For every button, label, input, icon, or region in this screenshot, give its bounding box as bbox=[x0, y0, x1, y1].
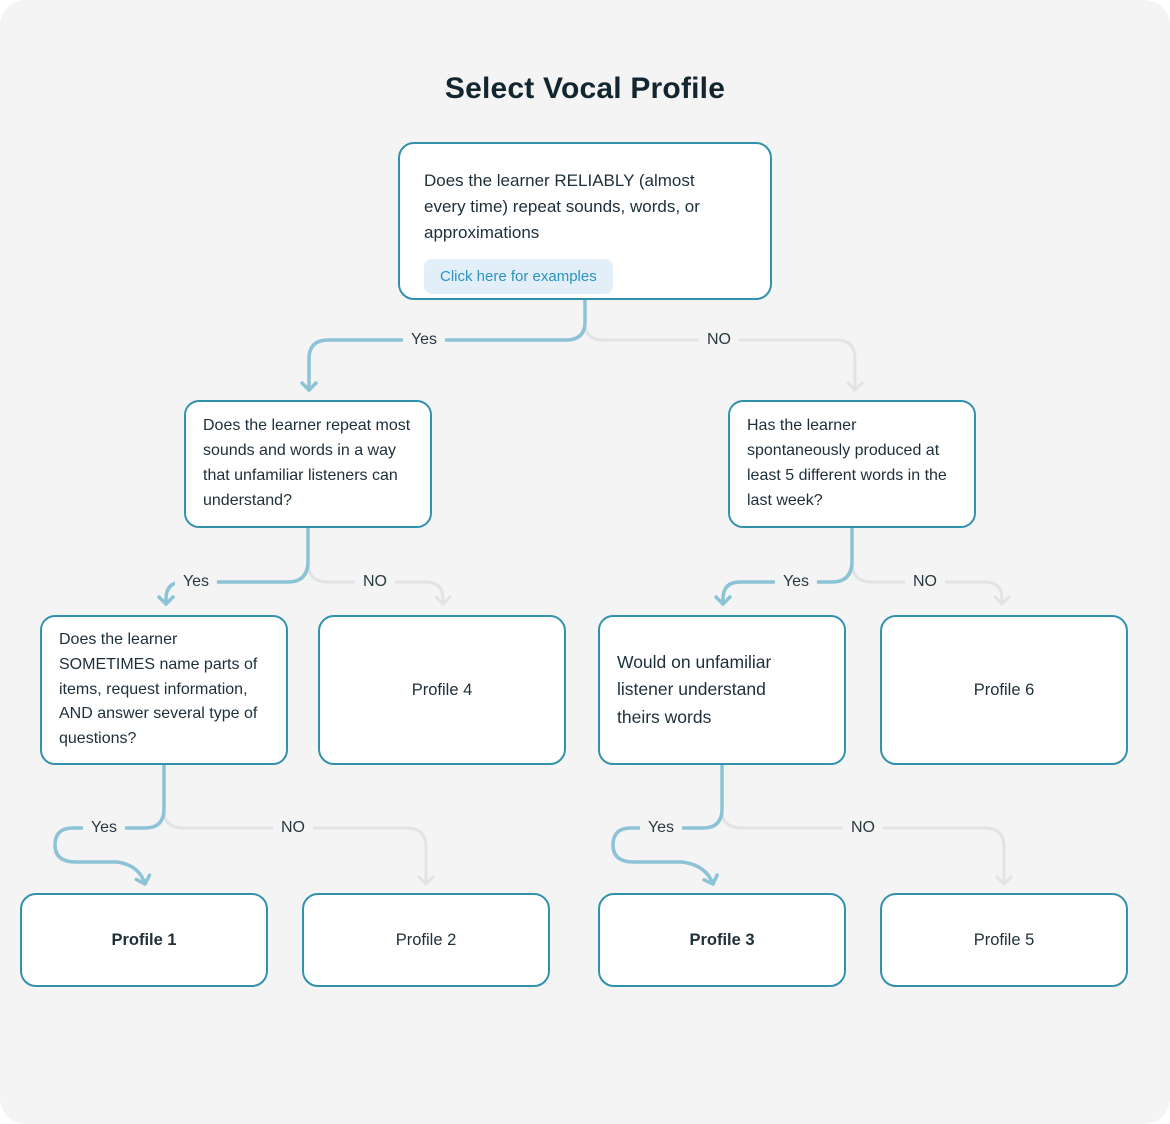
examples-button[interactable]: Click here for examples bbox=[424, 259, 613, 295]
edge-label-repeat-yes: Yes bbox=[174, 572, 218, 592]
node-profile-1[interactable]: Profile 1 bbox=[20, 893, 268, 987]
node-question-repeat-clearly: Does the learner repeat most sounds and … bbox=[184, 400, 432, 528]
profile-label: Profile 2 bbox=[395, 930, 457, 949]
edge-label-spontaneous-no: NO bbox=[905, 572, 945, 592]
edge-label-root-yes: Yes bbox=[402, 330, 446, 350]
node-root-question: Does the learner RELIABLY (almost every … bbox=[398, 142, 772, 300]
question-text: Has the learner spontaneously produced a… bbox=[747, 417, 947, 509]
profile-label: Profile 3 bbox=[689, 930, 755, 949]
edge-label-sometimes-no: NO bbox=[273, 818, 313, 838]
edge-label-unfamiliar-yes: Yes bbox=[639, 818, 683, 838]
root-question-text: Does the learner RELIABLY (almost every … bbox=[424, 171, 700, 242]
profile-label: Profile 1 bbox=[111, 930, 177, 949]
node-profile-6[interactable]: Profile 6 bbox=[880, 615, 1128, 765]
node-profile-4[interactable]: Profile 4 bbox=[318, 615, 566, 765]
edge-repeat-yes bbox=[157, 526, 310, 606]
edge-label-repeat-no: NO bbox=[355, 572, 395, 592]
profile-label: Profile 5 bbox=[973, 930, 1035, 949]
edge-label-spontaneous-yes: Yes bbox=[774, 572, 818, 592]
node-profile-3[interactable]: Profile 3 bbox=[598, 893, 846, 987]
node-question-sometimes-requests: Does the learner SOMETIMES name parts of… bbox=[40, 615, 288, 765]
question-text: Does the learner repeat most sounds and … bbox=[203, 417, 411, 509]
node-profile-2[interactable]: Profile 2 bbox=[302, 893, 550, 987]
node-profile-5[interactable]: Profile 5 bbox=[880, 893, 1128, 987]
node-question-five-words: Has the learner spontaneously produced a… bbox=[728, 400, 976, 528]
edge-spontaneous-yes bbox=[714, 526, 854, 606]
edge-label-sometimes-yes: Yes bbox=[82, 818, 126, 838]
edge-label-root-no: NO bbox=[699, 330, 739, 350]
question-text: Would on unfamiliar listener understand … bbox=[617, 652, 772, 727]
profile-label: Profile 4 bbox=[411, 680, 473, 699]
profile-label: Profile 6 bbox=[973, 680, 1035, 699]
question-text: Does the learner SOMETIMES name parts of… bbox=[59, 631, 258, 748]
page-title: Select Vocal Profile bbox=[444, 72, 726, 105]
edge-root-yes bbox=[300, 298, 587, 392]
node-question-unfamiliar-listener: Would on unfamiliar listener understand … bbox=[598, 615, 846, 765]
edge-label-unfamiliar-no: NO bbox=[843, 818, 883, 838]
